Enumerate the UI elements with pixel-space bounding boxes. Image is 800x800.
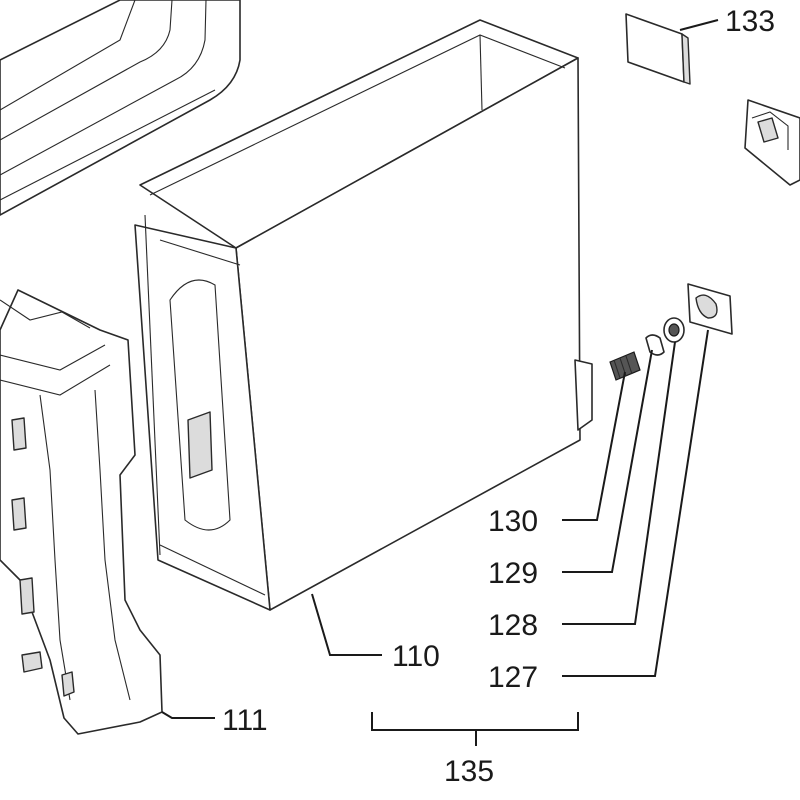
leader-130	[562, 371, 626, 521]
leader-128	[562, 341, 676, 625]
callout-133: 133	[725, 5, 775, 38]
leader-111	[161, 711, 215, 719]
callout-129: 129	[488, 557, 538, 590]
callout-127: 127	[488, 661, 538, 694]
callout-130: 130	[488, 505, 538, 538]
part-133-cover-plate	[625, 13, 691, 85]
housing-frame	[0, 0, 241, 216]
leader-lines	[161, 19, 719, 746]
bracket-135	[371, 712, 579, 746]
callout-128: 128	[488, 609, 538, 642]
part-129-clip	[645, 334, 665, 356]
callout-labels: 133 130 129 128 127 110 111 135	[222, 5, 775, 788]
part-111-side-cover	[0, 289, 163, 735]
callout-110: 110	[392, 640, 440, 673]
callout-111: 111	[222, 704, 268, 737]
leader-110	[311, 593, 382, 656]
part-127-gasket-plate	[687, 283, 733, 335]
bracket-part	[744, 99, 800, 186]
part-130-spring	[609, 351, 641, 381]
leader-133	[679, 19, 719, 31]
part-110-water-tank	[134, 19, 593, 611]
leader-127	[562, 329, 709, 677]
leader-129	[562, 349, 653, 573]
part-128-seal-ring	[663, 317, 685, 343]
callout-135: 135	[444, 755, 494, 788]
